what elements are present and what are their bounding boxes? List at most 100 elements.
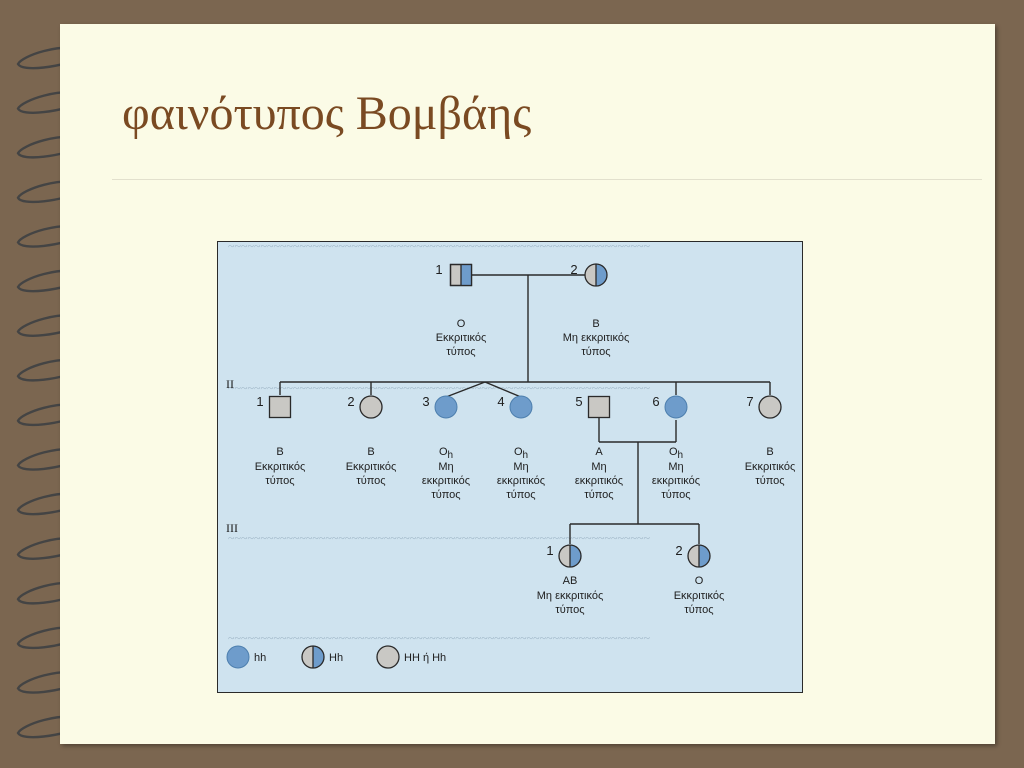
female-symbol [359, 395, 383, 419]
half-fill [313, 646, 324, 668]
pedigree-chart: ~~~~~~~~~~~~~~~~~~~~~~~~~~~~~~~~~~~~~~~~… [226, 242, 796, 669]
svg-text:~~~~~~~~~~~~~~~~~~~~~~~~~~~~~~: ~~~~~~~~~~~~~~~~~~~~~~~~~~~~~~~~~~~~~~~~… [228, 242, 651, 253]
individual-number: 2 [347, 394, 354, 409]
generation-label-iii: III [226, 521, 238, 535]
individual-II-4 [509, 395, 533, 419]
legend: hh Hh HH ή Hh [226, 645, 446, 669]
male-symbol [268, 395, 292, 419]
blood-type: O [514, 446, 523, 458]
legend-symbol-Hh [301, 645, 325, 669]
secretor-label: τύπος [356, 475, 385, 487]
legend-symbol-hh [226, 645, 250, 669]
secretor-label: Εκκριτικός [255, 461, 306, 473]
secretor-label: τύπος [265, 475, 294, 487]
individual-number: 7 [746, 394, 753, 409]
secretor-label: τύπος [581, 346, 610, 358]
blood-type-label: B [592, 318, 599, 330]
blood-type-subscript: h [523, 450, 529, 461]
svg-text:~~~~~~~~~~~~~~~~~~~~~~~~~~~~~~: ~~~~~~~~~~~~~~~~~~~~~~~~~~~~~~~~~~~~~~~~… [228, 631, 651, 645]
blood-type-subscript: h [448, 450, 454, 461]
legend-label: hh [254, 652, 266, 664]
secretor-label: τύπος [431, 489, 460, 501]
individual-II-7 [758, 395, 782, 419]
individual-II-3 [434, 395, 458, 419]
slide-title: φαινότυπος Βομβάης [122, 87, 532, 140]
svg-text:~~~~~~~~~~~~~~~~~~~~~~~~~~~~~~: ~~~~~~~~~~~~~~~~~~~~~~~~~~~~~~~~~~~~~~~~… [228, 531, 651, 545]
secretor-label: τύπος [446, 346, 475, 358]
legend-label: Hh [329, 652, 343, 664]
female-symbol [664, 395, 688, 419]
secretor-label: τύπος [755, 475, 784, 487]
female-symbol [758, 395, 782, 419]
generation-label-ii: II [226, 377, 234, 391]
twin-line [445, 381, 486, 398]
blood-type: A [595, 446, 603, 458]
blood-type-label: AB [563, 575, 578, 587]
secretor-label: τύπος [661, 489, 690, 501]
secretor-label: Μη εκκριτικός [563, 332, 630, 344]
twin-line [484, 381, 522, 398]
secretor-label: τύπος [684, 604, 713, 616]
individual-number: 1 [435, 262, 442, 277]
female-symbol [226, 645, 250, 669]
blood-type-label: B [367, 446, 374, 458]
blood-type: B [276, 446, 283, 458]
blood-type-label: B [766, 446, 773, 458]
individual-II-2 [359, 395, 383, 419]
blood-type-label: Oh [514, 446, 528, 461]
individual-III-1 [558, 544, 582, 568]
individual-number: 2 [675, 543, 682, 558]
individual-II-6 [664, 395, 688, 419]
half-fill [699, 545, 710, 567]
pedigree-lines [279, 274, 771, 544]
secretor-label: Εκκριτικός [674, 590, 725, 602]
blood-type-label: O [695, 575, 704, 587]
individual-number: 1 [256, 394, 263, 409]
secretor-label: εκκριτικός [575, 475, 623, 487]
secretor-label: Εκκριτικός [745, 461, 796, 473]
blood-type-label: B [276, 446, 283, 458]
individual-number: 5 [575, 394, 582, 409]
female-symbol [376, 645, 400, 669]
female-symbol [509, 395, 533, 419]
secretor-label: τύπος [555, 604, 584, 616]
half-fill [570, 545, 581, 567]
secretor-label: εκκριτικός [422, 475, 470, 487]
blood-type-label: Oh [669, 446, 683, 461]
blood-type: B [766, 446, 773, 458]
individual-number: 4 [497, 394, 504, 409]
half-fill [461, 264, 472, 286]
male-symbol [587, 395, 611, 419]
individual-number: 3 [422, 394, 429, 409]
blood-type: B [367, 446, 374, 458]
individual-number: 2 [570, 262, 577, 277]
blood-type-label: Oh [439, 446, 453, 461]
blood-type-label: O [457, 318, 466, 330]
individual-I-1 [449, 263, 473, 287]
secretor-label: Μη [668, 461, 683, 473]
individual-number: 6 [652, 394, 659, 409]
female-symbol [434, 395, 458, 419]
secretor-label: Μη [591, 461, 606, 473]
secretor-label: Μη [438, 461, 453, 473]
legend-symbol-HH [376, 645, 400, 669]
secretor-label: Εκκριτικός [436, 332, 487, 344]
secretor-label: τύπος [506, 489, 535, 501]
pedigree-figure: ~~~~~~~~~~~~~~~~~~~~~~~~~~~~~~~~~~~~~~~~… [217, 241, 803, 693]
blood-type-subscript: h [678, 450, 684, 461]
secretor-label: Μη εκκριτικός [537, 590, 604, 602]
secretor-label: εκκριτικός [497, 475, 545, 487]
blood-type: O [669, 446, 678, 458]
legend-label: HH ή Hh [404, 652, 446, 664]
individual-II-5 [587, 395, 611, 419]
background-scan-text: ~~~~~~~~~~~~~~~~~~~~~~~~~~~~~~~~~~~~~~~~… [228, 242, 651, 645]
individual-number: 1 [546, 543, 553, 558]
blood-type-label: A [595, 446, 603, 458]
individual-II-1 [268, 395, 292, 419]
title-divider [112, 179, 982, 180]
individual-III-2 [687, 544, 711, 568]
blood-type: O [439, 446, 448, 458]
individual-I-2 [584, 263, 608, 287]
secretor-label: τύπος [584, 489, 613, 501]
